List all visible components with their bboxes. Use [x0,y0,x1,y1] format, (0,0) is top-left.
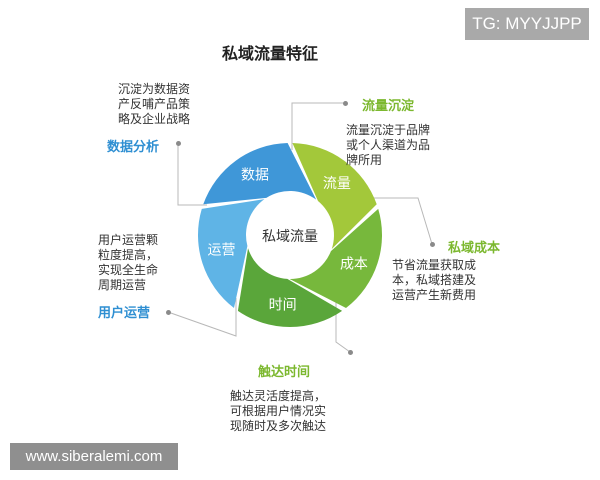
cost-desc-line: 本，私域搭建及 [392,273,477,287]
diagram-title: 私域流量特征 [221,44,318,63]
watermark-top: TG: MYYJJPP [465,8,589,40]
segment-time [237,248,343,327]
time-dot [348,350,353,355]
leader-data [177,143,207,206]
cost-desc-line: 节省流量获取成 [392,258,477,272]
cost-title: 私域成本 [448,241,501,256]
leader-ops [167,298,237,337]
ops-desc-line: 实现全生命 [98,263,159,277]
cost-dot [430,242,435,247]
ops-dot [166,310,171,315]
data-desc-line: 产反哺产品策 [118,97,191,111]
segment-traffic-label: 流量 [323,176,351,192]
watermark-bottom: www.siberalemi.com [10,443,178,470]
traffic-dot [343,101,348,106]
segment-traffic [292,143,377,249]
ops-desc-line: 用户运营颗 [98,233,159,247]
cost-desc: 节省流量获取成 本，私域搭建及 运营产生新费用 [392,258,476,303]
data-dot [176,141,181,146]
ops-desc: 用户运营颗 粒度提高， 实现全生命 周期运营 [98,233,158,293]
leader-traffic [291,102,345,150]
segment-cost-label: 成本 [340,256,368,272]
time-desc: 触达灵活度提高， 可根据用户情况实 现随时及多次触达 [230,389,326,434]
segment-cost [289,208,382,308]
data-title: 数据分析 [107,140,160,155]
ops-title: 用户运营 [98,306,151,321]
traffic-desc: 流量沉淀于品牌 或个人渠道为品 牌所用 [346,123,430,168]
time-desc-line: 可根据用户情况实 [230,404,327,418]
segment-ops [198,199,265,308]
time-title: 触达时间 [258,365,311,380]
center-label: 私域流量 [262,229,318,245]
traffic-title: 流量沉淀 [362,99,415,114]
traffic-desc-line: 或个人渠道为品 [346,138,431,152]
segment-data-label: 数据 [241,167,269,183]
ops-desc-line: 周期运营 [98,278,147,292]
data-desc-line: 略及企业战略 [118,112,191,126]
traffic-desc-line: 流量沉淀于品牌 [346,123,431,137]
data-desc: 沉淀为数据资 产反哺产品策 略及企业战略 [118,82,190,127]
segment-ops-label: 运营 [208,243,236,259]
segment-time-label: 时间 [269,298,297,314]
segment-data [203,143,317,205]
time-desc-line: 现随时及多次触达 [230,419,327,433]
data-desc-line: 沉淀为数据资 [118,82,191,96]
time-desc-line: 触达灵活度提高， [230,389,327,403]
leader-cost [372,197,433,245]
ops-desc-line: 粒度提高， [98,248,159,262]
traffic-desc-line: 牌所用 [346,153,383,167]
cost-desc-line: 运营产生新费用 [392,288,477,302]
